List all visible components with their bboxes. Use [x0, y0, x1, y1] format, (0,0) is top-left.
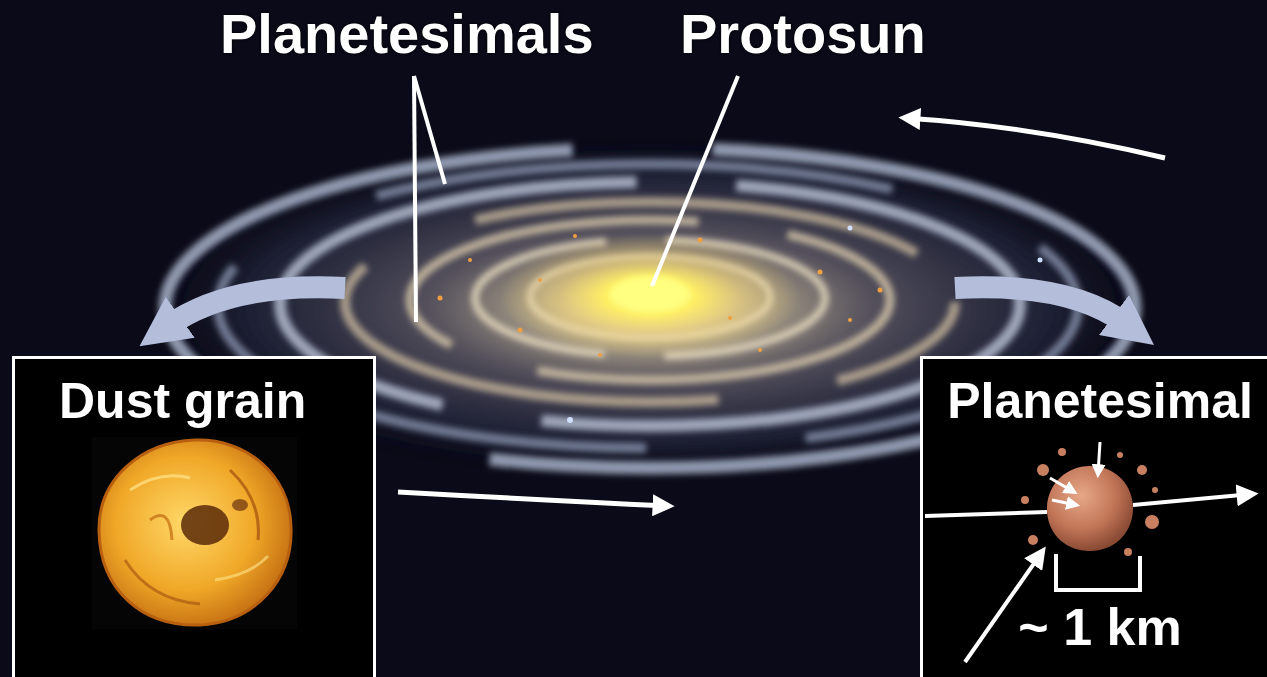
- dot: [1038, 258, 1043, 263]
- debris-bit: [1137, 465, 1147, 475]
- debris-bit: [1145, 515, 1159, 529]
- dot: [878, 288, 883, 293]
- dot: [538, 278, 542, 282]
- spiral-arm: [410, 220, 890, 380]
- debris: [1021, 448, 1159, 556]
- debris-bit: [1021, 496, 1029, 504]
- grain-texture: [230, 470, 258, 540]
- spiral-arm: [345, 202, 955, 402]
- box-grounds: [12, 356, 1267, 677]
- grain-texture: [125, 560, 200, 604]
- planetesimal-dots: [438, 234, 883, 357]
- leader-line: [414, 76, 416, 322]
- text-box: Planetesimal ~ 1 km: [920, 356, 1267, 677]
- debris-bit: [1152, 487, 1158, 493]
- path-line: [925, 512, 1047, 516]
- dot: [818, 270, 823, 275]
- zoom-arrow: [168, 287, 345, 326]
- dust-grain-figure: [92, 437, 297, 629]
- box-ground: [12, 356, 376, 677]
- grain-pit: [181, 505, 229, 545]
- leader-line: [414, 76, 445, 184]
- protosun-glow: [500, 234, 800, 358]
- grain-texture: [215, 556, 268, 580]
- dot: [573, 234, 577, 238]
- part-label: Planetesimals: [220, 2, 594, 66]
- debris-bit: [1058, 448, 1066, 456]
- dot: [728, 316, 732, 320]
- planetesimal-rock: [1047, 466, 1133, 551]
- box-ground: [920, 356, 1267, 677]
- label-anchor: Protosun: [680, 2, 926, 66]
- leader-line: [652, 76, 738, 286]
- dot: [468, 258, 472, 262]
- impact-arrows: [1050, 442, 1100, 505]
- part-label: Protosun: [680, 2, 926, 66]
- leader-lines: [414, 76, 738, 322]
- zoom-arrow: [955, 287, 1126, 324]
- debris-bit: [1124, 548, 1132, 556]
- dot: [848, 226, 853, 231]
- impact-arrow: [1050, 478, 1074, 492]
- box-title: Planetesimal: [923, 373, 1267, 431]
- rotation-arrow: [905, 118, 1165, 158]
- spiral-arm: [280, 182, 1020, 426]
- debris-bit: [1117, 452, 1123, 458]
- dimension-label: ~ 1 km: [923, 598, 1267, 658]
- impact-arrow: [1098, 442, 1100, 474]
- dot: [598, 353, 602, 357]
- grain-texture: [150, 516, 172, 541]
- grain-pit: [232, 499, 248, 511]
- label-anchor: Planetesimals: [220, 2, 594, 66]
- dot: [698, 238, 703, 243]
- impact-arrow: [1052, 500, 1076, 505]
- debris-bit: [1037, 464, 1049, 476]
- dot: [438, 296, 443, 301]
- box-title: Dust grain: [59, 373, 373, 431]
- dot: [758, 348, 762, 352]
- size-bracket: [1056, 554, 1140, 590]
- text-box: Dust grain: [12, 356, 376, 677]
- grain-texture: [125, 470, 268, 604]
- dot: [848, 318, 852, 322]
- path-arrow: [1133, 494, 1252, 505]
- dust-grain: [99, 440, 291, 625]
- protosun: [610, 276, 690, 312]
- dot: [567, 417, 573, 423]
- grain-texture: [130, 476, 190, 490]
- photo-ground: [92, 437, 297, 629]
- debris-bit: [1028, 535, 1038, 545]
- rotation-arrow: [398, 492, 668, 506]
- dot: [518, 328, 523, 333]
